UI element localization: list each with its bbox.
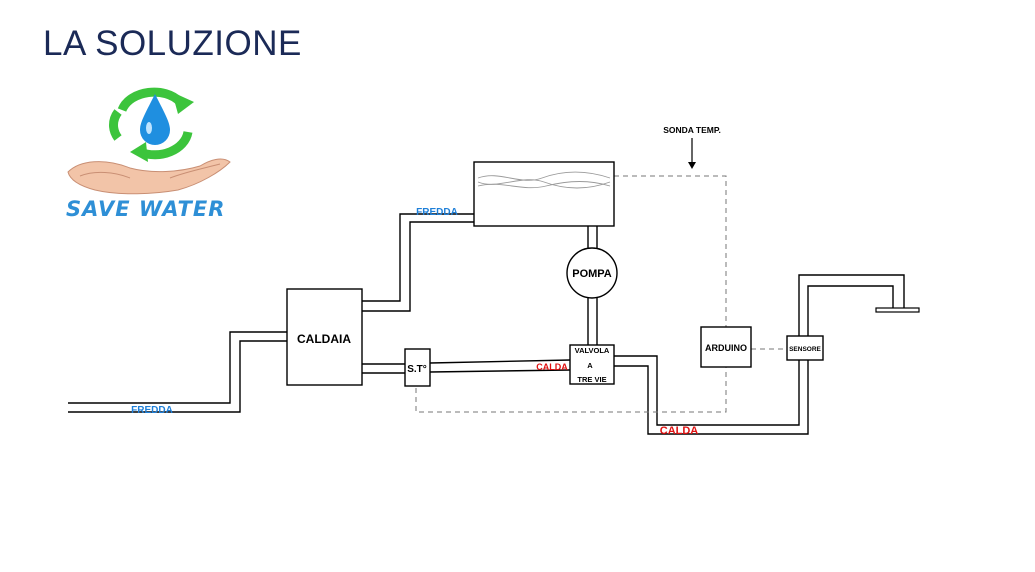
pump-label: POMPA — [572, 268, 612, 280]
hands-icon — [67, 158, 231, 195]
page-title: LA SOLUZIONE — [43, 24, 302, 63]
pipe-cold-inlet-inner — [68, 340, 287, 413]
pipe-hot-out-outer — [614, 355, 800, 426]
pipe-boiler-tank-inner — [362, 221, 474, 312]
pipe-faucet-outer — [798, 274, 905, 336]
valve-label-line1: VALVOLA — [575, 346, 610, 355]
save-water-logo — [67, 87, 231, 195]
cold-inlet-label: FREDDA — [131, 405, 173, 416]
pipe-st-valve-top — [429, 359, 571, 364]
dashed-tank-arduino — [614, 175, 727, 327]
valve-label-line3: TRE VIE — [577, 375, 606, 384]
sensor-label: SENSORE — [789, 346, 821, 353]
cold-tank-label: FREDDA — [416, 207, 458, 218]
pipe-faucet-inner — [807, 285, 894, 336]
arduino-box — [700, 326, 752, 368]
probe-arrow-head — [688, 162, 696, 169]
valve-box — [569, 344, 615, 385]
recycle-arrowhead-top-icon — [172, 92, 194, 114]
save-water-text: SAVE WATER — [66, 197, 226, 221]
hot-out-label: CALDA — [660, 425, 699, 437]
hot-valve-label: CALDA — [536, 362, 568, 372]
pipe-st-valve-bottom — [429, 369, 571, 373]
sensor-box — [786, 335, 824, 361]
temp-switch-label: S.T° — [407, 364, 427, 375]
pipe-boiler-tank-outer — [362, 213, 474, 302]
arduino-label: ARDUINO — [705, 343, 747, 353]
pump-circle — [566, 247, 618, 299]
probe-label: SONDA TEMP. — [663, 125, 721, 135]
faucet-spout — [875, 307, 920, 313]
boiler-label: CALDAIA — [297, 332, 351, 346]
valve-label-line2: A — [587, 361, 593, 370]
temp-switch-box — [404, 348, 431, 387]
pipe-cold-inlet-outer — [68, 331, 287, 404]
boiler-box — [286, 288, 363, 386]
water-tank — [473, 161, 615, 227]
dashed-st-arduino — [415, 367, 727, 413]
recycle-arrow-left-icon — [109, 109, 122, 141]
recycle-arrowhead-bottom-icon — [130, 142, 148, 162]
pipe-hot-out-inner — [614, 360, 809, 435]
